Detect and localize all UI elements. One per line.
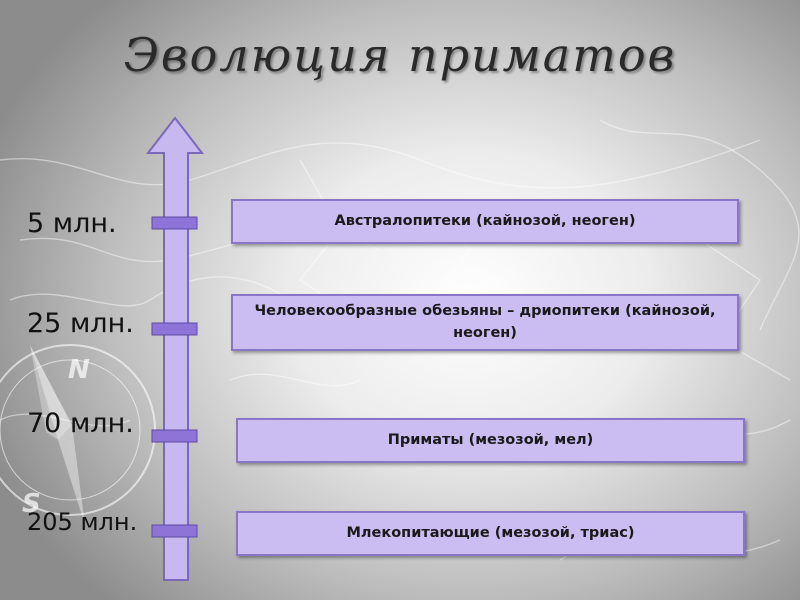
compass-north-label: N xyxy=(68,355,90,385)
timeline-label: 5 млн. xyxy=(27,208,117,239)
timeline-arrow-icon xyxy=(145,116,205,581)
event-text: Млекопитающие (мезозой, триас) xyxy=(346,524,635,541)
timeline-label: 70 млн. xyxy=(27,408,134,439)
page-title: Эволюция приматов xyxy=(123,28,677,82)
timeline-label: 25 млн. xyxy=(27,308,134,339)
timeline-tick xyxy=(151,429,198,443)
event-box: Млекопитающие (мезозой, триас) xyxy=(236,511,745,556)
event-box: Человекообразные обезьяны – дриопитеки (… xyxy=(231,294,739,351)
timeline-tick xyxy=(151,322,198,336)
event-text: Человекообразные обезьяны – дриопитеки (… xyxy=(254,303,716,341)
timeline-tick xyxy=(151,524,198,538)
timeline-tick xyxy=(151,216,198,230)
event-box: Приматы (мезозой, мел) xyxy=(236,418,745,463)
compass-south-label: S xyxy=(22,489,41,519)
event-text: Австралопитеки (кайнозой, неоген) xyxy=(334,212,636,229)
event-box: Австралопитеки (кайнозой, неоген) xyxy=(231,199,739,244)
timeline-label: 205 млн. xyxy=(27,508,138,536)
event-text: Приматы (мезозой, мел) xyxy=(387,431,594,448)
